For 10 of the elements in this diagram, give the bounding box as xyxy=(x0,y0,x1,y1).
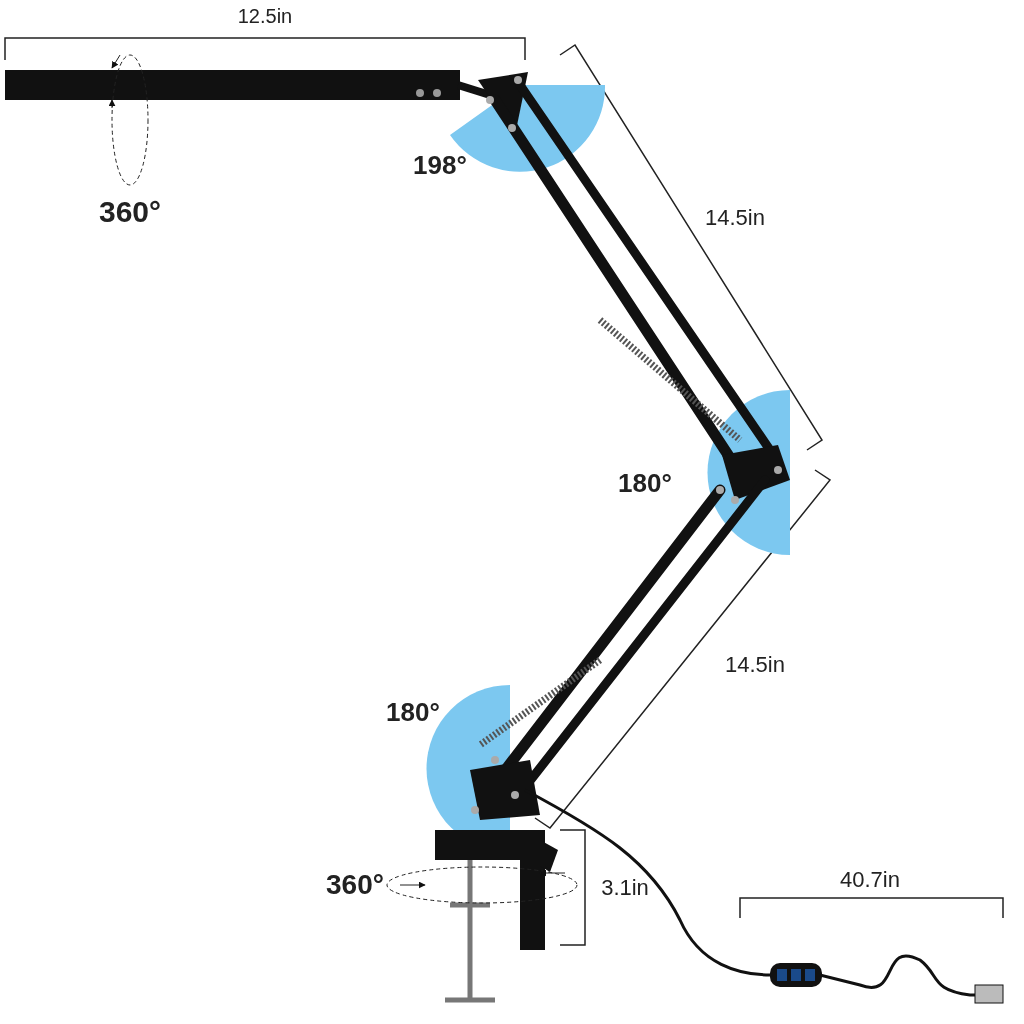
dimension-label: 14.5in xyxy=(725,652,785,678)
dimension-label: 14.5in xyxy=(705,205,765,231)
dimension-label: 40.7in xyxy=(840,867,900,893)
rotation-label: 360° xyxy=(326,869,384,901)
angle-label: 180° xyxy=(386,696,440,728)
dimension-label: 12.5in xyxy=(237,4,293,28)
angle-label: 198° xyxy=(413,149,467,181)
angle-label: 180° xyxy=(618,467,672,499)
dimension-label: 3.1in xyxy=(601,875,649,901)
rotation-label: 360° xyxy=(98,195,162,229)
